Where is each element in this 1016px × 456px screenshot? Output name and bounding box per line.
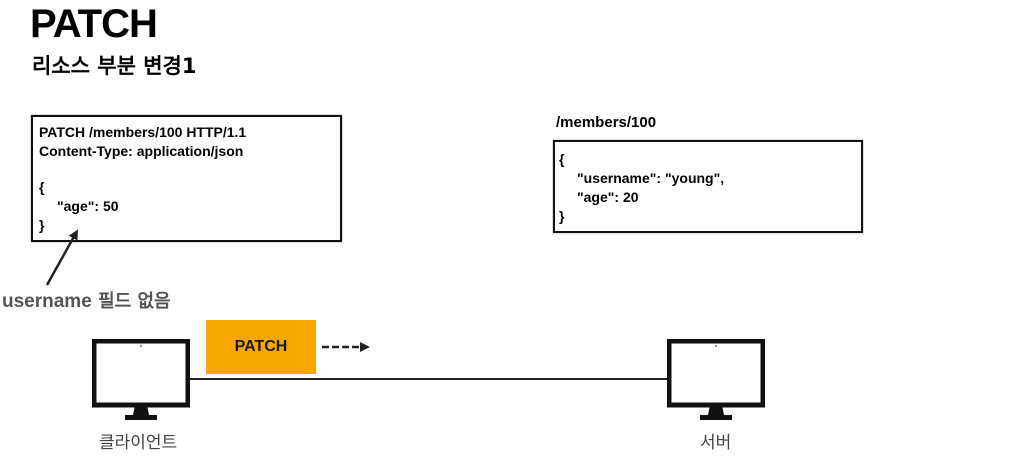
page-title: PATCH <box>30 2 158 46</box>
client-label: 클라이언트 <box>99 433 178 453</box>
resource-field-username: "username": "young", <box>577 170 725 186</box>
resource-close-brace: } <box>559 208 565 224</box>
annotation-field-name: username <box>2 291 92 312</box>
client-monitor-icon <box>92 339 190 420</box>
request-body-field-age: "age": 50 <box>57 198 119 214</box>
page-subtitle: 리소스 부분 변경1 <box>32 54 197 78</box>
request-start-line: PATCH /members/100 HTTP/1.1 <box>39 124 247 140</box>
connection-line <box>190 378 668 380</box>
request-header-line: Content-Type: application/json <box>39 143 244 159</box>
resource-path-label: /members/100 <box>556 114 657 131</box>
missing-field-annotation: username 필드 없음 <box>2 290 171 314</box>
annotation-arrow <box>45 229 78 286</box>
server-resource-box: { "username": "young", "age": 20 } <box>553 140 863 233</box>
resource-field-age: "age": 20 <box>577 189 639 205</box>
http-method-badge: PATCH <box>206 320 316 374</box>
request-body-open-brace: { <box>39 179 45 195</box>
http-request-message: PATCH /members/100 HTTP/1.1 Content-Type… <box>31 115 342 242</box>
resource-open-brace: { <box>559 151 565 167</box>
annotation-text: 필드 없음 <box>98 291 171 312</box>
server-label: 서버 <box>700 433 732 453</box>
request-body-close-brace: } <box>39 217 45 233</box>
server-monitor-icon <box>667 339 765 420</box>
